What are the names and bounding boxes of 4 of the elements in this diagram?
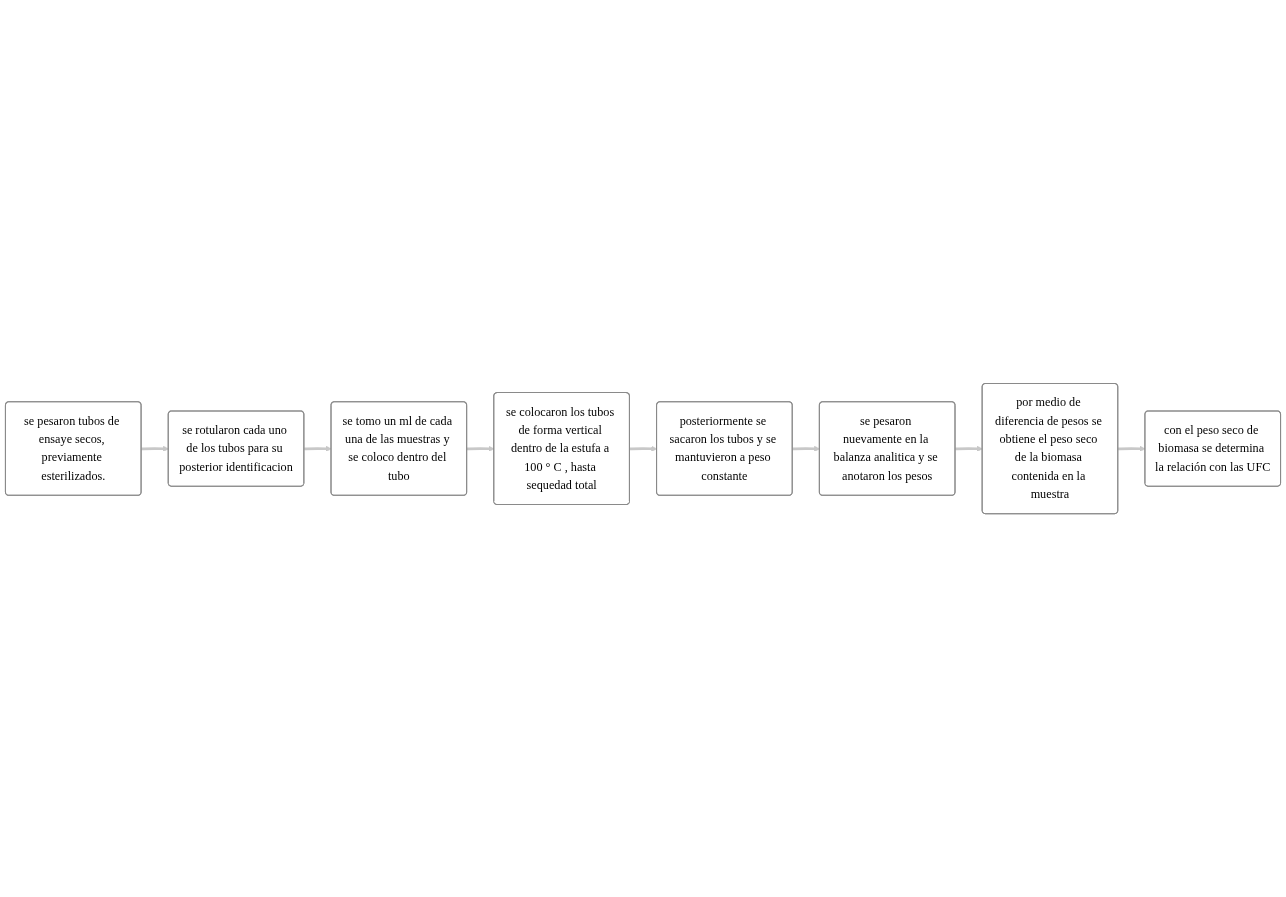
arrow xyxy=(141,445,169,452)
arrow xyxy=(304,445,332,452)
arrow xyxy=(792,445,820,452)
arrow xyxy=(955,445,983,452)
